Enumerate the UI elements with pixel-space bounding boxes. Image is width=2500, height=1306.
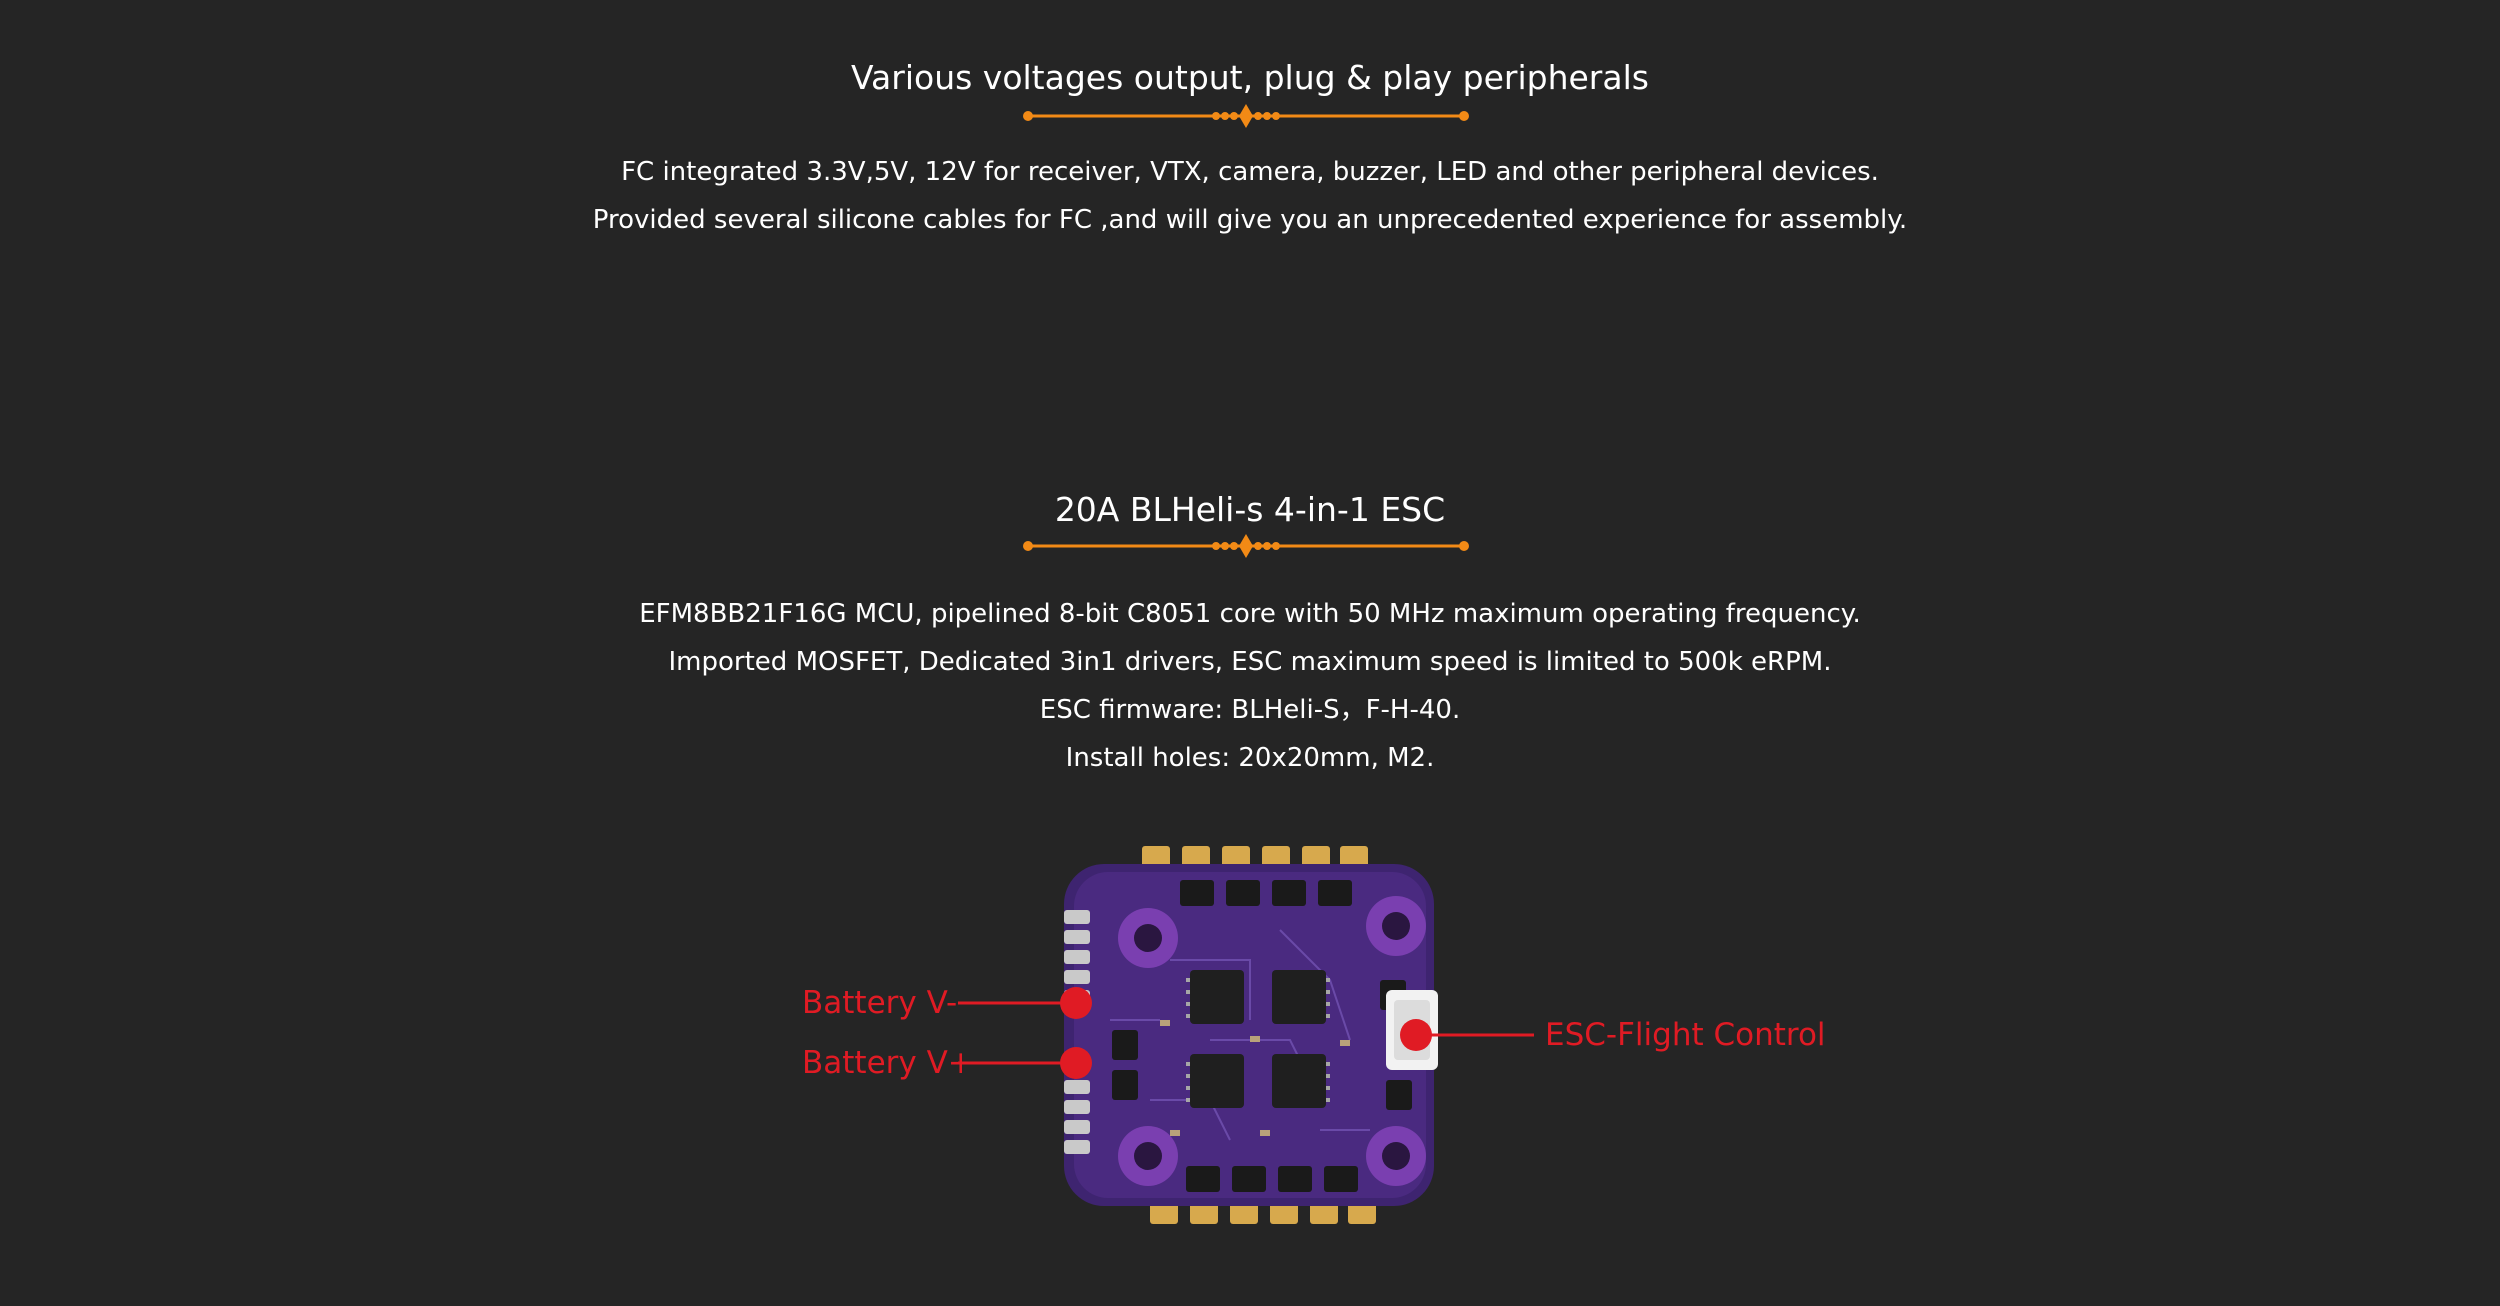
bottom-solder-pads <box>1150 1202 1376 1224</box>
esc-chips <box>1186 970 1330 1108</box>
section2-line: Imported MOSFET, Dedicated 3in1 drivers,… <box>668 647 1832 677</box>
section1-line: FC integrated 3.3V,5V, 12V for receiver,… <box>621 157 1879 187</box>
section2-line: ESC firmware: BLHeli-S，F-H-40. <box>1039 695 1461 725</box>
battery-minus-label: Battery V- <box>802 985 958 1021</box>
battery-plus-label: Battery V+ <box>802 1045 974 1081</box>
section2-divider <box>1023 534 1469 558</box>
section2-title: 20A BLHeli-s 4-in-1 ESC <box>1054 490 1446 529</box>
section2-description: EFM8BB21F16G MCU, pipelined 8-bit C8051 … <box>0 590 2500 782</box>
section1-line: Provided several silicone cables for FC … <box>592 205 1908 235</box>
esc-fc-label: ESC-Flight Control <box>1545 1017 1826 1053</box>
mounting-holes <box>1118 896 1426 1186</box>
section1-title: Various voltages output, plug & play per… <box>851 58 1649 97</box>
top-solder-pads <box>1142 846 1368 868</box>
section2-line: Install holes: 20x20mm, M2. <box>1065 743 1435 773</box>
section1-divider <box>1023 104 1469 128</box>
section2-line: EFM8BB21F16G MCU, pipelined 8-bit C8051 … <box>639 599 1861 629</box>
section1-description: FC integrated 3.3V,5V, 12V for receiver,… <box>0 148 2500 244</box>
esc-board-image <box>1064 846 1438 1224</box>
